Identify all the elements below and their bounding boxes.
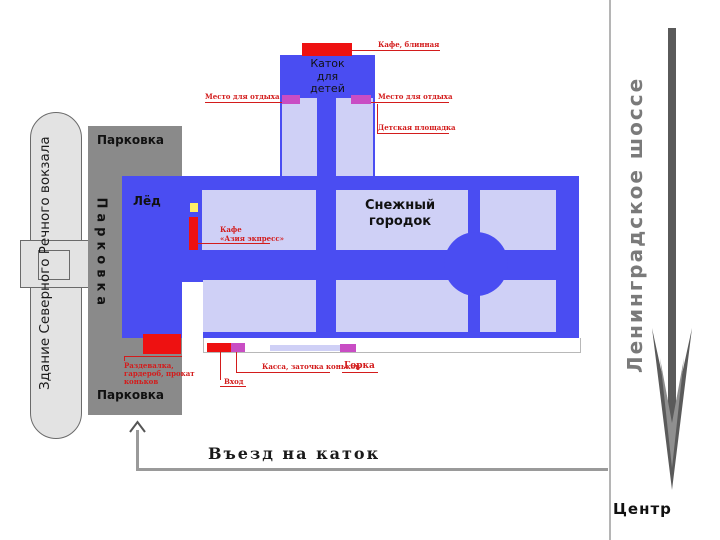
kids-zone-right (336, 98, 373, 176)
playground-leader (377, 133, 449, 134)
cafe-top-leader (352, 50, 440, 51)
cashier-leader-v (236, 352, 237, 372)
parking-label-top: Парковка (97, 133, 164, 147)
river-station-tower (38, 250, 70, 280)
cafe-mid-leader (198, 243, 270, 244)
direction-center-label: Центр (613, 500, 672, 518)
parking-label-side: Парковка (93, 197, 109, 311)
cafe-top-label: Кафе, блинная (378, 40, 440, 49)
snow-town-label: Снежный городок (364, 198, 436, 229)
cafe-mid-small-marker (190, 203, 198, 212)
kids-zone-left (282, 98, 317, 176)
rink-notch (182, 282, 203, 338)
cloakroom-leader-h (124, 356, 182, 357)
cloakroom-leader-v (124, 356, 125, 361)
rink-roundabout (444, 232, 508, 296)
cafe-mid-label-2: «Азия экпресс» (220, 234, 285, 243)
entry-sign: Въезд на каток (208, 444, 381, 463)
kids-rink-label: Каток для детей (310, 57, 345, 96)
cashier-pink-marker (231, 343, 245, 352)
snow-town-zone (336, 190, 468, 250)
cashier-marker (207, 343, 231, 352)
entrance-leader-h (220, 386, 246, 387)
cashier-leader (236, 372, 330, 373)
entry-road-vertical (136, 430, 139, 471)
parking-label-bottom: Парковка (97, 388, 164, 402)
rest-right-label: Место для отдыха (378, 92, 453, 101)
slide-label: Горка (344, 361, 375, 371)
highway-edge (609, 0, 611, 540)
cafe-mid-label-1: Кафе (220, 225, 242, 234)
playground-leader-v (377, 104, 378, 133)
entry-road-horizontal (136, 468, 608, 471)
cloakroom-label: Раздевалка, гардероб, прокат коньков (124, 361, 195, 387)
cloakroom-marker (143, 334, 181, 354)
rest-left-leader (205, 102, 282, 103)
highway-direction-arrow (652, 28, 692, 490)
rest-right-leader (371, 102, 449, 103)
rest-left-label: Место для отдыха (205, 92, 280, 101)
zone-bottom-2 (336, 280, 468, 332)
rest-right-marker (351, 95, 371, 104)
river-station-label: Здание Северного Речного вокзала (37, 136, 53, 390)
ice-label: Лёд (133, 194, 161, 208)
cashier-label: Касса, заточка коньков (262, 362, 361, 371)
entry-arrow-head (129, 420, 146, 433)
highway-label: Ленинградское шоссе (623, 76, 647, 373)
slide-marker (340, 344, 356, 352)
cafe-top-marker (302, 43, 352, 56)
zone-top-1 (202, 190, 316, 250)
rink-bottom-outline (203, 338, 581, 353)
slide-leader (342, 372, 378, 373)
zone-bottom-1 (203, 280, 316, 332)
entrance-leader-v (220, 352, 221, 380)
entrance-label: Вход (224, 377, 244, 386)
slide-track (270, 345, 340, 351)
playground-label: Детская площадка (378, 123, 456, 132)
cafe-mid-marker (189, 217, 198, 250)
rest-left-marker (282, 95, 300, 104)
